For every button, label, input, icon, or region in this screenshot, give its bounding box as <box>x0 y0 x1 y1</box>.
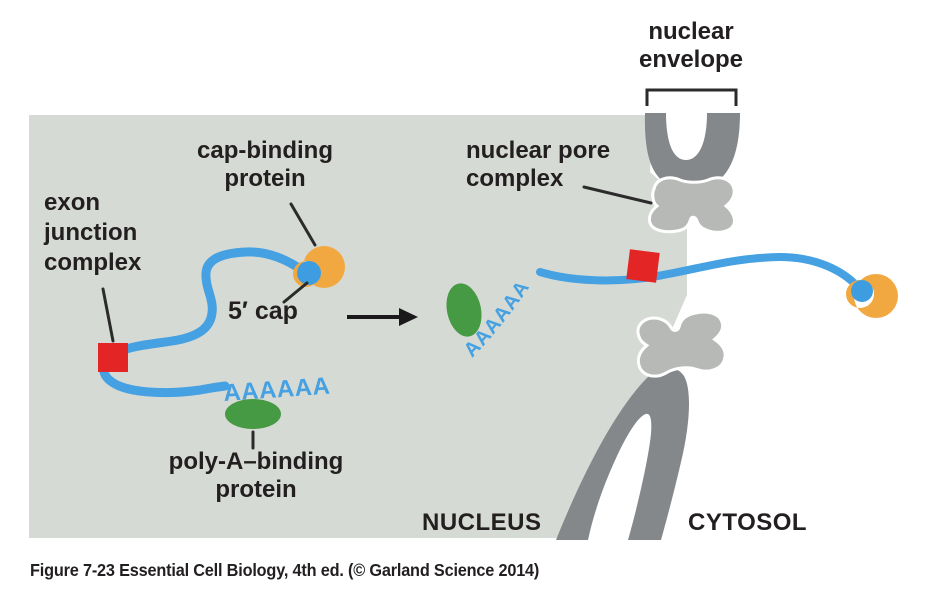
nuclear-envelope-lower <box>556 367 690 540</box>
label-nuclear-pore-line2: complex <box>466 165 564 192</box>
figure-caption: Figure 7-23 Essential Cell Biology, 4th … <box>30 560 540 580</box>
label-nuclear-envelope-line1: nuclear <box>648 18 734 45</box>
label-nuclear-envelope-line2: envelope <box>638 46 744 73</box>
label-poly-a-binding-line1: poly-A–binding <box>168 448 344 475</box>
label-nucleus: NUCLEUS <box>422 509 542 536</box>
label-exon-junction-line1: exon <box>44 189 101 216</box>
exon-junction-complex-right <box>626 249 660 283</box>
mrna-strand-nuclear <box>99 247 308 398</box>
five-prime-cap-left <box>297 261 321 285</box>
label-five-prime-cap: 5′ cap <box>228 297 298 325</box>
nuclear-pore-upper <box>648 176 736 234</box>
label-cap-binding-protein-line2: protein <box>224 165 306 192</box>
label-exon-junction-line3: complex <box>44 249 142 276</box>
label-nuclear-pore-line1: nuclear pore <box>466 137 611 164</box>
label-exon-junction-complex: exon junction complex <box>44 188 141 278</box>
label-poly-a-binding-protein: poly-A–binding protein <box>158 448 354 504</box>
poly-a-binding-protein-left <box>225 399 281 429</box>
label-nuclear-pore-complex: nuclear pore complex <box>466 137 610 193</box>
label-exon-junction-line2: junction <box>44 219 138 246</box>
nuclear-pore-lower <box>636 310 727 378</box>
poly-a-binding-protein-right <box>446 283 482 337</box>
leader-five-prime-cap <box>282 281 309 304</box>
mrna-strand-exported <box>536 252 858 287</box>
nucleus-region <box>29 115 687 538</box>
label-cap-binding-protein: cap-binding protein <box>180 137 350 193</box>
export-arrow-head <box>399 308 418 326</box>
leader-cap-binding <box>289 202 317 247</box>
label-cytosol: CYTOSOL <box>688 509 808 536</box>
nuclear-envelope-upper <box>644 113 740 190</box>
label-poly-a-binding-line2: protein <box>215 476 297 503</box>
exon-junction-complex-left <box>98 343 128 372</box>
label-nuclear-envelope: nuclear envelope <box>606 18 776 74</box>
cap-binding-protein-right <box>846 274 898 318</box>
nuclear-envelope-bracket <box>645 88 738 106</box>
five-prime-cap-right <box>851 280 873 302</box>
leader-exon-junction <box>101 287 115 343</box>
label-cap-binding-protein-line1: cap-binding <box>197 137 333 164</box>
leader-nuclear-pore <box>582 185 653 205</box>
